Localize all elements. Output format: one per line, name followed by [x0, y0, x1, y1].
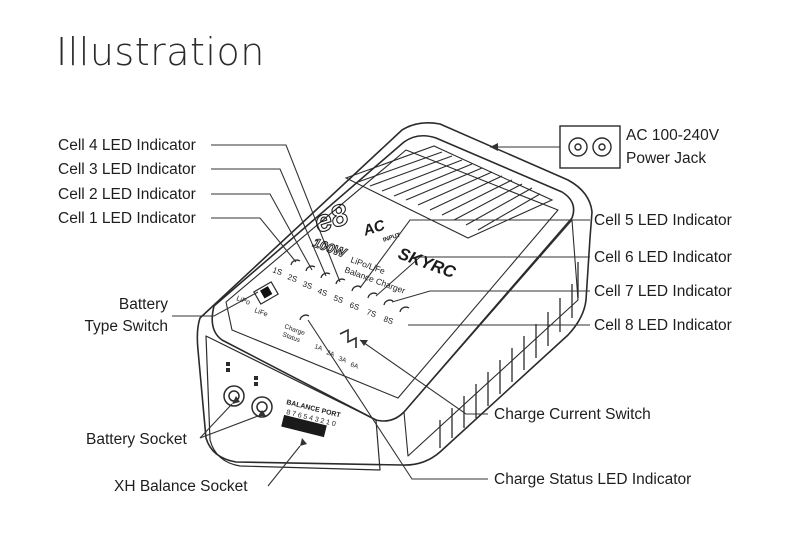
- xh-balance-socket: [281, 414, 327, 438]
- current-label-1a: 1A: [313, 343, 323, 353]
- label-cell4-led: Cell 4 LED Indicator: [58, 137, 196, 154]
- current-label-6a: 6A: [349, 361, 359, 371]
- side-vents: [439, 262, 579, 448]
- cell-label-3s: 3S: [301, 279, 313, 291]
- vent-grill: [344, 145, 554, 239]
- device-input-badge: INPUT: [382, 232, 401, 243]
- device-model: e8: [310, 198, 352, 240]
- label-charge-status-led: Charge Status LED Indicator: [494, 471, 692, 488]
- cell-label-5s: 5S: [332, 293, 344, 305]
- leader-lines: [172, 144, 590, 487]
- charge-current-switch: [339, 328, 357, 348]
- charger-top-face: [211, 134, 575, 422]
- label-charge-current-switch: Charge Current Switch: [494, 406, 651, 423]
- device-brand: SKYRC: [396, 244, 459, 282]
- current-label-3a: 3A: [337, 355, 347, 365]
- cell-label-1s: 1S: [271, 265, 283, 277]
- ac-power-jack: [559, 125, 621, 169]
- label-cell6-led: Cell 6 LED Indicator: [594, 249, 732, 266]
- label-cell2-led: Cell 2 LED Indicator: [58, 186, 196, 203]
- label-battery-type-2: Type Switch: [84, 318, 168, 335]
- type-label-lipo: LiPo: [235, 295, 251, 306]
- device-ac-badge: AC: [360, 216, 388, 240]
- cell-label-2s: 2S: [286, 272, 298, 284]
- type-label-life: LiFe: [253, 307, 268, 318]
- cell-label-6s: 6S: [348, 300, 360, 312]
- label-cell3-led: Cell 3 LED Indicator: [58, 161, 196, 178]
- cell-label-8s: 8S: [382, 314, 394, 326]
- label-ac-power-1: AC 100-240V: [626, 127, 720, 144]
- label-battery-type-1: Battery: [118, 296, 168, 313]
- cell-label-7s: 7S: [365, 307, 377, 319]
- label-ac-power-2: Power Jack: [626, 150, 707, 167]
- label-cell1-led: Cell 1 LED Indicator: [58, 210, 196, 227]
- label-cell5-led: Cell 5 LED Indicator: [594, 212, 732, 229]
- cell-label-4s: 4S: [316, 286, 328, 298]
- charger-body-outline: [196, 122, 593, 466]
- charger-front-face: [205, 335, 381, 471]
- current-label-2a: 2A: [325, 349, 335, 359]
- label-cell7-led: Cell 7 LED Indicator: [594, 283, 732, 300]
- page-title: Illustration: [56, 30, 265, 74]
- label-cell8-led: Cell 8 LED Indicator: [594, 317, 732, 334]
- battery-type-switch: [253, 281, 279, 305]
- battery-socket: [223, 385, 273, 418]
- label-battery-socket: Battery Socket: [86, 431, 187, 448]
- label-xh-balance-socket: XH Balance Socket: [114, 478, 248, 495]
